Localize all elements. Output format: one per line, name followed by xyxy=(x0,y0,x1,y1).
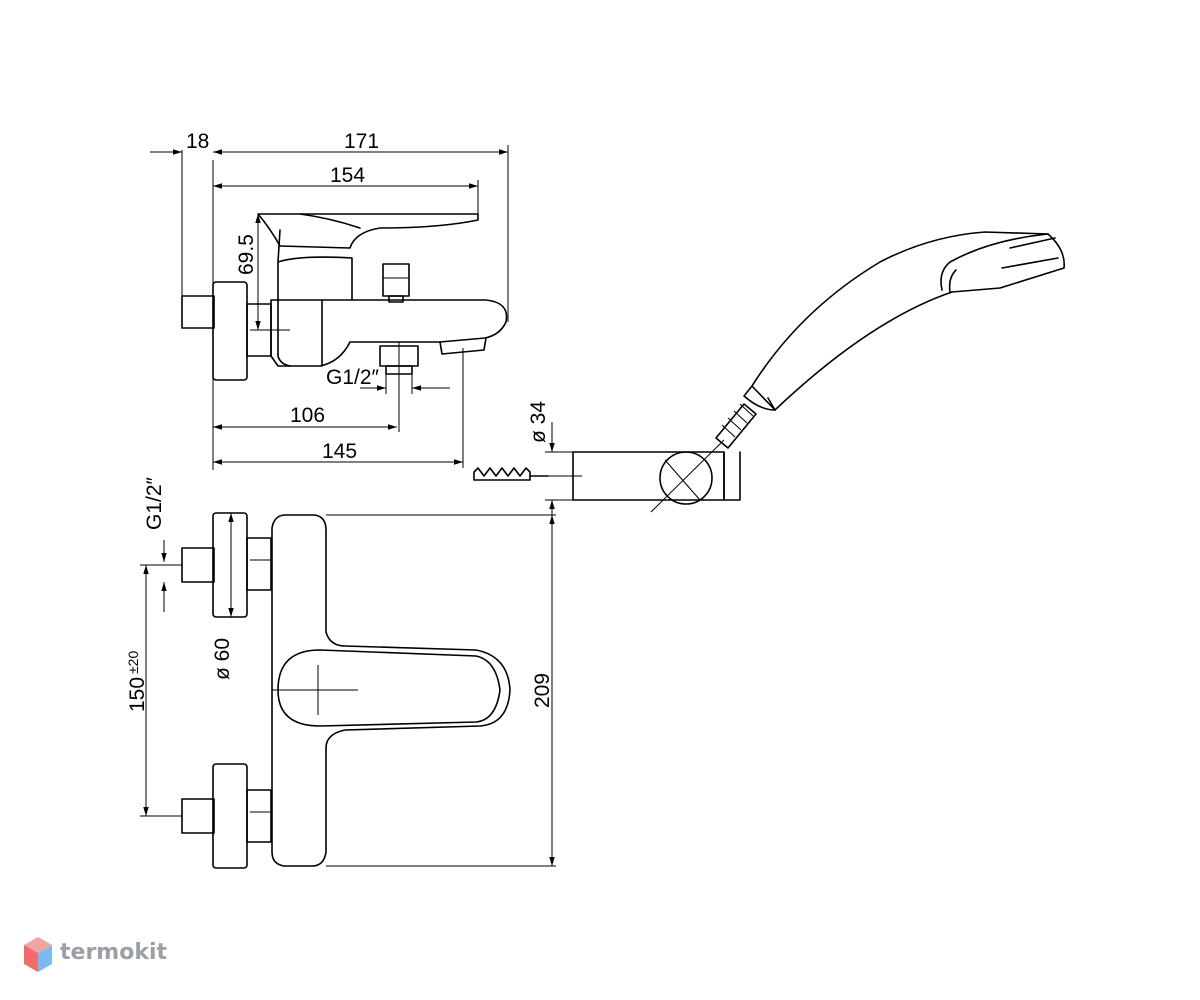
shower-holder xyxy=(473,439,741,513)
termokit-logo-icon xyxy=(24,937,52,972)
logo-text: termokit xyxy=(60,940,168,965)
dim-154: 154 xyxy=(213,164,479,214)
dim-145: 145 xyxy=(213,348,464,468)
dim-g12-top: G1/2″ xyxy=(326,366,450,394)
dim-34-label: ø 34 xyxy=(527,401,550,443)
dim-18: 18 xyxy=(150,130,245,155)
dim-69-5: 69.5 xyxy=(235,214,290,331)
dim-106-label: 106 xyxy=(290,404,325,427)
dim-154-label: 154 xyxy=(330,164,365,187)
dim-18-label: 18 xyxy=(186,130,209,153)
dim-150-tolerance: ±20 xyxy=(125,651,141,674)
dim-106: 106 xyxy=(213,404,397,430)
dim-171-label: 171 xyxy=(344,130,379,153)
dim-150: 150 ±20 xyxy=(125,564,182,817)
dim-171: 171 xyxy=(213,130,509,322)
dim-150-label: 150 xyxy=(126,677,149,712)
dim-69-5-label: 69.5 xyxy=(235,234,258,275)
dim-g12-side-label: G1/2″ xyxy=(143,476,166,530)
dim-60: ø 60 xyxy=(211,513,234,680)
mixer-side-view xyxy=(181,150,508,470)
dim-145-label: 145 xyxy=(322,440,357,463)
dim-209-label: 209 xyxy=(531,673,554,708)
dim-60-label: ø 60 xyxy=(211,638,234,680)
dim-209: 209 xyxy=(531,515,555,866)
dim-g12-top-label: G1/2″ xyxy=(326,366,380,389)
dim-g12-side: G1/2″ xyxy=(143,476,167,612)
dim-34: ø 34 xyxy=(527,401,573,530)
mixer-front-view xyxy=(181,512,556,869)
hand-shower xyxy=(715,231,1065,449)
